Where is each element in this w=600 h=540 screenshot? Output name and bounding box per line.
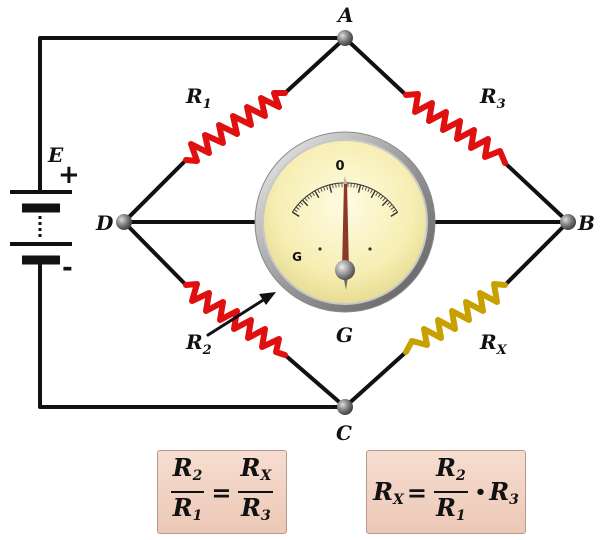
node-b-label: B [577,211,595,235]
battery-minus-sign: - [62,253,73,283]
fraction-r2-over-r1: R2 R1 [434,455,468,529]
solution-formula-box: RX = R2 R1 • R3 [366,450,526,534]
fraction-r2-over-r1: R2 R1 [171,455,205,529]
equals-sign: = [407,478,427,507]
node-c [337,399,353,415]
multiply-dot: • [475,482,487,503]
battery-plus-sign: + [58,160,80,190]
equals-sign: = [211,478,231,507]
node-d [116,214,132,230]
node-a-label: A [336,3,354,27]
node-c-label: C [336,421,352,445]
r3-symbol: R3 [489,477,519,508]
dial-zero-label: 0 [335,159,344,174]
fraction-rx-over-r3: RX R3 [238,455,273,529]
label-r1: R1 [185,84,212,112]
rx-symbol: RX [373,477,404,508]
node-b [560,214,576,230]
node-d-label: D [95,211,114,235]
galvanometer: 0 G [255,132,435,312]
dial-g-label: G [292,250,302,264]
balance-formula-box: R2 R1 = RX R3 [157,450,287,534]
needle-pivot [335,260,355,280]
node-a [337,30,353,46]
meter-screw-dot [368,247,371,250]
battery-icon [10,192,72,260]
meter-screw-dot [318,247,321,250]
label-r3: R3 [479,84,506,112]
galvanometer-label: G [336,323,353,347]
label-rx: RX [479,330,508,358]
